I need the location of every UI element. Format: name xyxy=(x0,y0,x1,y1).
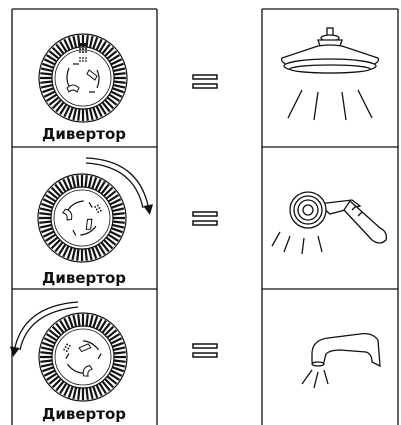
rain-shower-head-icon xyxy=(282,28,379,120)
diverter-dial-icon xyxy=(39,34,127,122)
equals-icon xyxy=(193,212,217,225)
tub-spout-icon xyxy=(302,334,380,388)
diverter-label: Дивертор xyxy=(42,405,126,423)
equals-icon xyxy=(193,75,217,88)
diverter-dial-icon xyxy=(39,313,127,401)
equals-icon xyxy=(193,344,217,357)
row-2: Дивертор xyxy=(38,158,386,287)
diverter-dial-icon xyxy=(38,174,126,262)
row-1: Дивертор xyxy=(39,28,378,143)
hand-shower-icon xyxy=(272,192,386,254)
row-3: Дивертор xyxy=(14,302,380,423)
diverter-label: Дивертор xyxy=(42,125,126,143)
diverter-label: Дивертор xyxy=(42,269,126,287)
